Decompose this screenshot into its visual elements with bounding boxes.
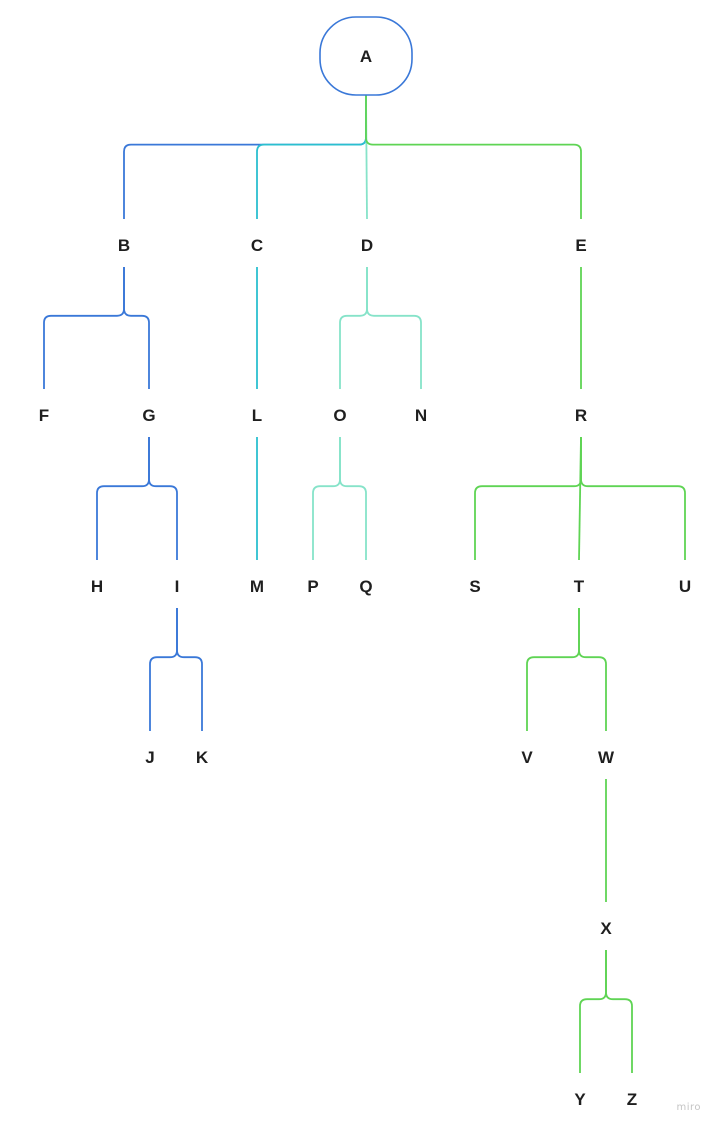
node-label-m: M xyxy=(250,577,264,596)
node-label-v: V xyxy=(521,748,533,767)
node-u[interactable]: U xyxy=(679,577,691,596)
node-label-i: I xyxy=(175,577,180,596)
node-layer: A B C D E F G L O N R H I M P Q S T U J K V W X Y Z xyxy=(39,16,691,1109)
edge-o-p xyxy=(312,437,341,560)
node-label-t: T xyxy=(574,577,585,596)
edge-g-i xyxy=(148,437,178,560)
edge-a-e xyxy=(365,95,582,219)
edge-a-c xyxy=(256,95,367,219)
node-label-f: F xyxy=(39,406,49,425)
node-s[interactable]: S xyxy=(469,577,480,596)
node-label-b: B xyxy=(118,236,130,255)
miro-watermark: miro xyxy=(676,1102,701,1113)
node-label-e: E xyxy=(575,236,586,255)
node-label-h: H xyxy=(91,577,103,596)
edge-t-v xyxy=(526,608,580,731)
node-q[interactable]: Q xyxy=(359,577,372,596)
edge-i-j xyxy=(149,608,178,731)
node-v[interactable]: V xyxy=(521,748,533,767)
edge-o-q xyxy=(339,437,367,560)
node-y[interactable]: Y xyxy=(574,1090,586,1109)
node-label-g: G xyxy=(142,406,155,425)
node-label-z: Z xyxy=(627,1090,637,1109)
edge-g-h xyxy=(96,437,150,560)
node-label-c: C xyxy=(251,236,263,255)
node-label-s: S xyxy=(469,577,480,596)
connector-layer xyxy=(43,94,686,1073)
edge-x-y xyxy=(579,950,607,1073)
root-node-shape xyxy=(319,16,413,96)
node-label-l: L xyxy=(252,406,262,425)
edge-d-n xyxy=(366,267,422,389)
node-a[interactable]: A xyxy=(319,16,413,96)
node-c[interactable]: C xyxy=(251,236,263,255)
edge-r-u xyxy=(580,437,686,560)
node-label-w: W xyxy=(598,748,615,767)
node-i[interactable]: I xyxy=(175,577,180,596)
node-f[interactable]: F xyxy=(39,406,49,425)
node-k[interactable]: K xyxy=(196,748,209,767)
edge-b-f xyxy=(43,267,125,389)
node-l[interactable]: L xyxy=(252,406,262,425)
node-label-u: U xyxy=(679,577,691,596)
node-label-n: N xyxy=(415,406,427,425)
node-label-x: X xyxy=(600,919,612,938)
node-x[interactable]: X xyxy=(600,919,612,938)
edge-i-k xyxy=(176,608,203,731)
node-j[interactable]: J xyxy=(145,748,154,767)
edge-r-s xyxy=(474,437,582,560)
node-g[interactable]: G xyxy=(142,406,155,425)
edge-d-o xyxy=(339,267,368,389)
node-d[interactable]: D xyxy=(361,236,373,255)
node-w[interactable]: W xyxy=(598,748,615,767)
node-n[interactable]: N xyxy=(415,406,427,425)
node-label-r: R xyxy=(575,406,587,425)
node-label-a: A xyxy=(360,47,372,66)
node-e[interactable]: E xyxy=(575,236,586,255)
edge-x-z xyxy=(605,950,633,1073)
node-b[interactable]: B xyxy=(118,236,130,255)
edge-t-w xyxy=(578,608,607,731)
node-z[interactable]: Z xyxy=(627,1090,637,1109)
node-p[interactable]: P xyxy=(307,577,318,596)
node-label-q: Q xyxy=(359,577,372,596)
node-label-j: J xyxy=(145,748,154,767)
node-m[interactable]: M xyxy=(250,577,264,596)
node-o[interactable]: O xyxy=(333,406,346,425)
node-label-k: K xyxy=(196,748,209,767)
node-label-d: D xyxy=(361,236,373,255)
node-t[interactable]: T xyxy=(574,577,585,596)
edge-b-g xyxy=(123,267,150,389)
node-label-y: Y xyxy=(574,1090,586,1109)
node-r[interactable]: R xyxy=(575,406,587,425)
node-h[interactable]: H xyxy=(91,577,103,596)
node-label-o: O xyxy=(333,406,346,425)
node-label-p: P xyxy=(307,577,318,596)
edge-a-b xyxy=(123,95,367,219)
